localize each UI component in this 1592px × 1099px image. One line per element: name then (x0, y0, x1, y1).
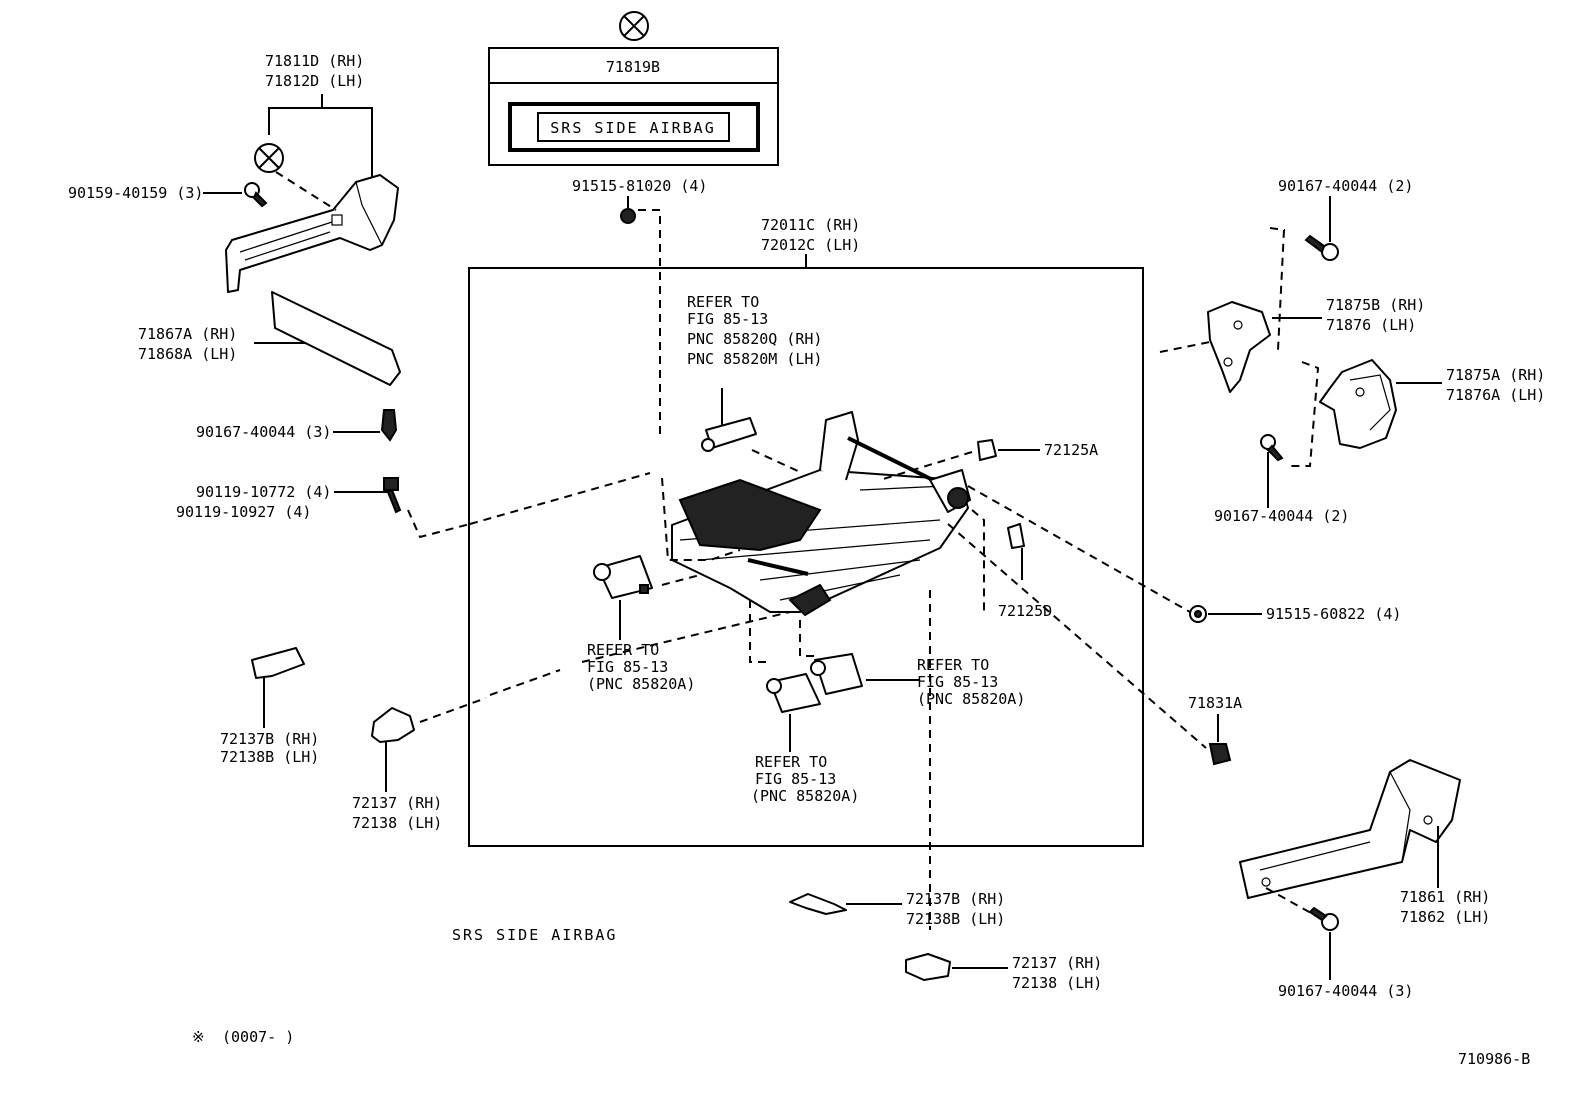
callout-71876A: 71876A (LH) (1446, 386, 1545, 404)
callout-72137B-left: 72137B (RH) (220, 730, 319, 748)
nut-91515-60822-icon (1189, 605, 1207, 623)
callout-71831A: 71831A (1188, 694, 1242, 712)
callout-71875A: 71875A (RH) (1446, 366, 1545, 384)
motor-bottom-b-part (810, 653, 863, 695)
svg-text:REFER TO: REFER TO (917, 656, 989, 674)
callout-72125D: 72125D (998, 602, 1052, 620)
srs-label-icon (619, 11, 649, 41)
bolt-90119-icon (383, 477, 402, 514)
shield-71811D-part (225, 174, 399, 293)
bracket-71875A-part (1319, 359, 1397, 449)
footer-srs-caption: SRS SIDE AIRBAG (452, 926, 617, 944)
trim-71861-part (1239, 759, 1461, 899)
callout-72137-left: 72137 (RH) (352, 794, 442, 812)
callout-71876: 71876 (LH) (1326, 316, 1416, 334)
svg-text:PNC 85820M (LH): PNC 85820M (LH) (687, 350, 822, 368)
svg-text:REFER TO: REFER TO (755, 753, 827, 771)
callout-71812D: 71812D (LH) (265, 72, 364, 90)
trim-71867A-part (271, 291, 401, 386)
callout-90119-a: 90119-10772 (4) (196, 483, 331, 501)
refer-note-left: REFER TO FIG 85-13 (PNC 85820A) (587, 641, 695, 693)
callout-71861: 71861 (RH) (1400, 888, 1490, 906)
srs-label-box (488, 47, 779, 166)
motor-top-part (701, 417, 757, 452)
callout-90167-top: 90167-40044 (2) (1278, 177, 1413, 195)
callout-90119-b: 90119-10927 (4) (176, 503, 311, 521)
svg-text:FIG 85-13: FIG 85-13 (917, 673, 998, 691)
callout-72137B-bottom: 72137B (RH) (906, 890, 1005, 908)
callout-71862: 71862 (LH) (1400, 908, 1490, 926)
cover-72137B-left-part (251, 647, 305, 679)
callout-71875B: 71875B (RH) (1326, 296, 1425, 314)
callout-72138B-bottom: 72138B (LH) (906, 910, 1005, 928)
clip-72125D-part (1007, 523, 1025, 549)
shield-marker-icon (254, 143, 284, 173)
callout-72138-bottom: 72138 (LH) (1012, 974, 1102, 992)
clip-90167-left-icon (380, 409, 398, 442)
callout-72137-bottom: 72137 (RH) (1012, 954, 1102, 972)
srs-label-text: SRS SIDE AIRBAG (550, 119, 715, 137)
svg-text:REFER TO: REFER TO (687, 293, 759, 311)
svg-text:(PNC 85820A): (PNC 85820A) (751, 787, 859, 805)
refer-note-top: REFER TO FIG 85-13 PNC 85820Q (RH) PNC 8… (687, 293, 822, 368)
svg-text:(PNC 85820A): (PNC 85820A) (587, 675, 695, 693)
callout-90159: 90159-40159 (3) (68, 184, 203, 202)
svg-text:FIG 85-13: FIG 85-13 (587, 658, 668, 676)
nut-71831A-icon (1208, 743, 1232, 766)
svg-text:PNC 85820Q (RH): PNC 85820Q (RH) (687, 330, 822, 348)
refer-note-right: REFER TO FIG 85-13 (PNC 85820A) (917, 656, 1025, 708)
footer-note-symbol: ※ (192, 1028, 205, 1046)
callout-72011C: 72011C (RH) (761, 216, 860, 234)
screw-90167-bot-icon (1308, 906, 1339, 931)
footer-note-range: (0007- ) (222, 1028, 294, 1046)
callout-90167-left: 90167-40044 (3) (196, 423, 331, 441)
clip-72125A-part (977, 439, 997, 461)
callout-90167-mid: 90167-40044 (2) (1214, 507, 1349, 525)
nut-91515-81020-icon (620, 208, 636, 224)
motor-bottom-a-part (766, 673, 821, 713)
callout-72125A: 72125A (1044, 441, 1098, 459)
svg-text:REFER TO: REFER TO (587, 641, 659, 659)
callout-91515-60822: 91515-60822 (4) (1266, 605, 1401, 623)
bracket-71875B-part (1207, 301, 1271, 393)
cover-72137-bottom-part (905, 953, 951, 981)
srs-label-part-no: 71819B (606, 58, 660, 76)
callout-90167-bot: 90167-40044 (3) (1278, 982, 1413, 1000)
svg-text:FIG 85-13: FIG 85-13 (687, 310, 768, 328)
seat-frame-assembly-box (468, 267, 1144, 847)
svg-text:(PNC 85820A): (PNC 85820A) (917, 690, 1025, 708)
callout-71811D: 71811D (RH) (265, 52, 364, 70)
callout-91515-81020: 91515-81020 (4) (572, 177, 707, 195)
seat-track-frame-part (671, 411, 971, 617)
callout-72012C: 72012C (LH) (761, 236, 860, 254)
cover-72137B-bottom-part (789, 893, 847, 915)
callout-71867A: 71867A (RH) (138, 325, 237, 343)
screw-90167-top-icon (1304, 234, 1339, 261)
callout-72138-left: 72138 (LH) (352, 814, 442, 832)
callout-72138B-left: 72138B (LH) (220, 748, 319, 766)
callout-71868A: 71868A (LH) (138, 345, 237, 363)
cover-72137-left-part (371, 707, 415, 743)
svg-text:FIG 85-13: FIG 85-13 (755, 770, 836, 788)
screw-90159-icon (244, 182, 268, 208)
refer-note-bottom: REFER TO FIG 85-13 (PNC 85820A) (751, 753, 859, 805)
motor-left-part (593, 555, 653, 599)
screw-90167-mid-icon (1260, 434, 1284, 462)
figure-id: 710986-B (1458, 1050, 1530, 1068)
